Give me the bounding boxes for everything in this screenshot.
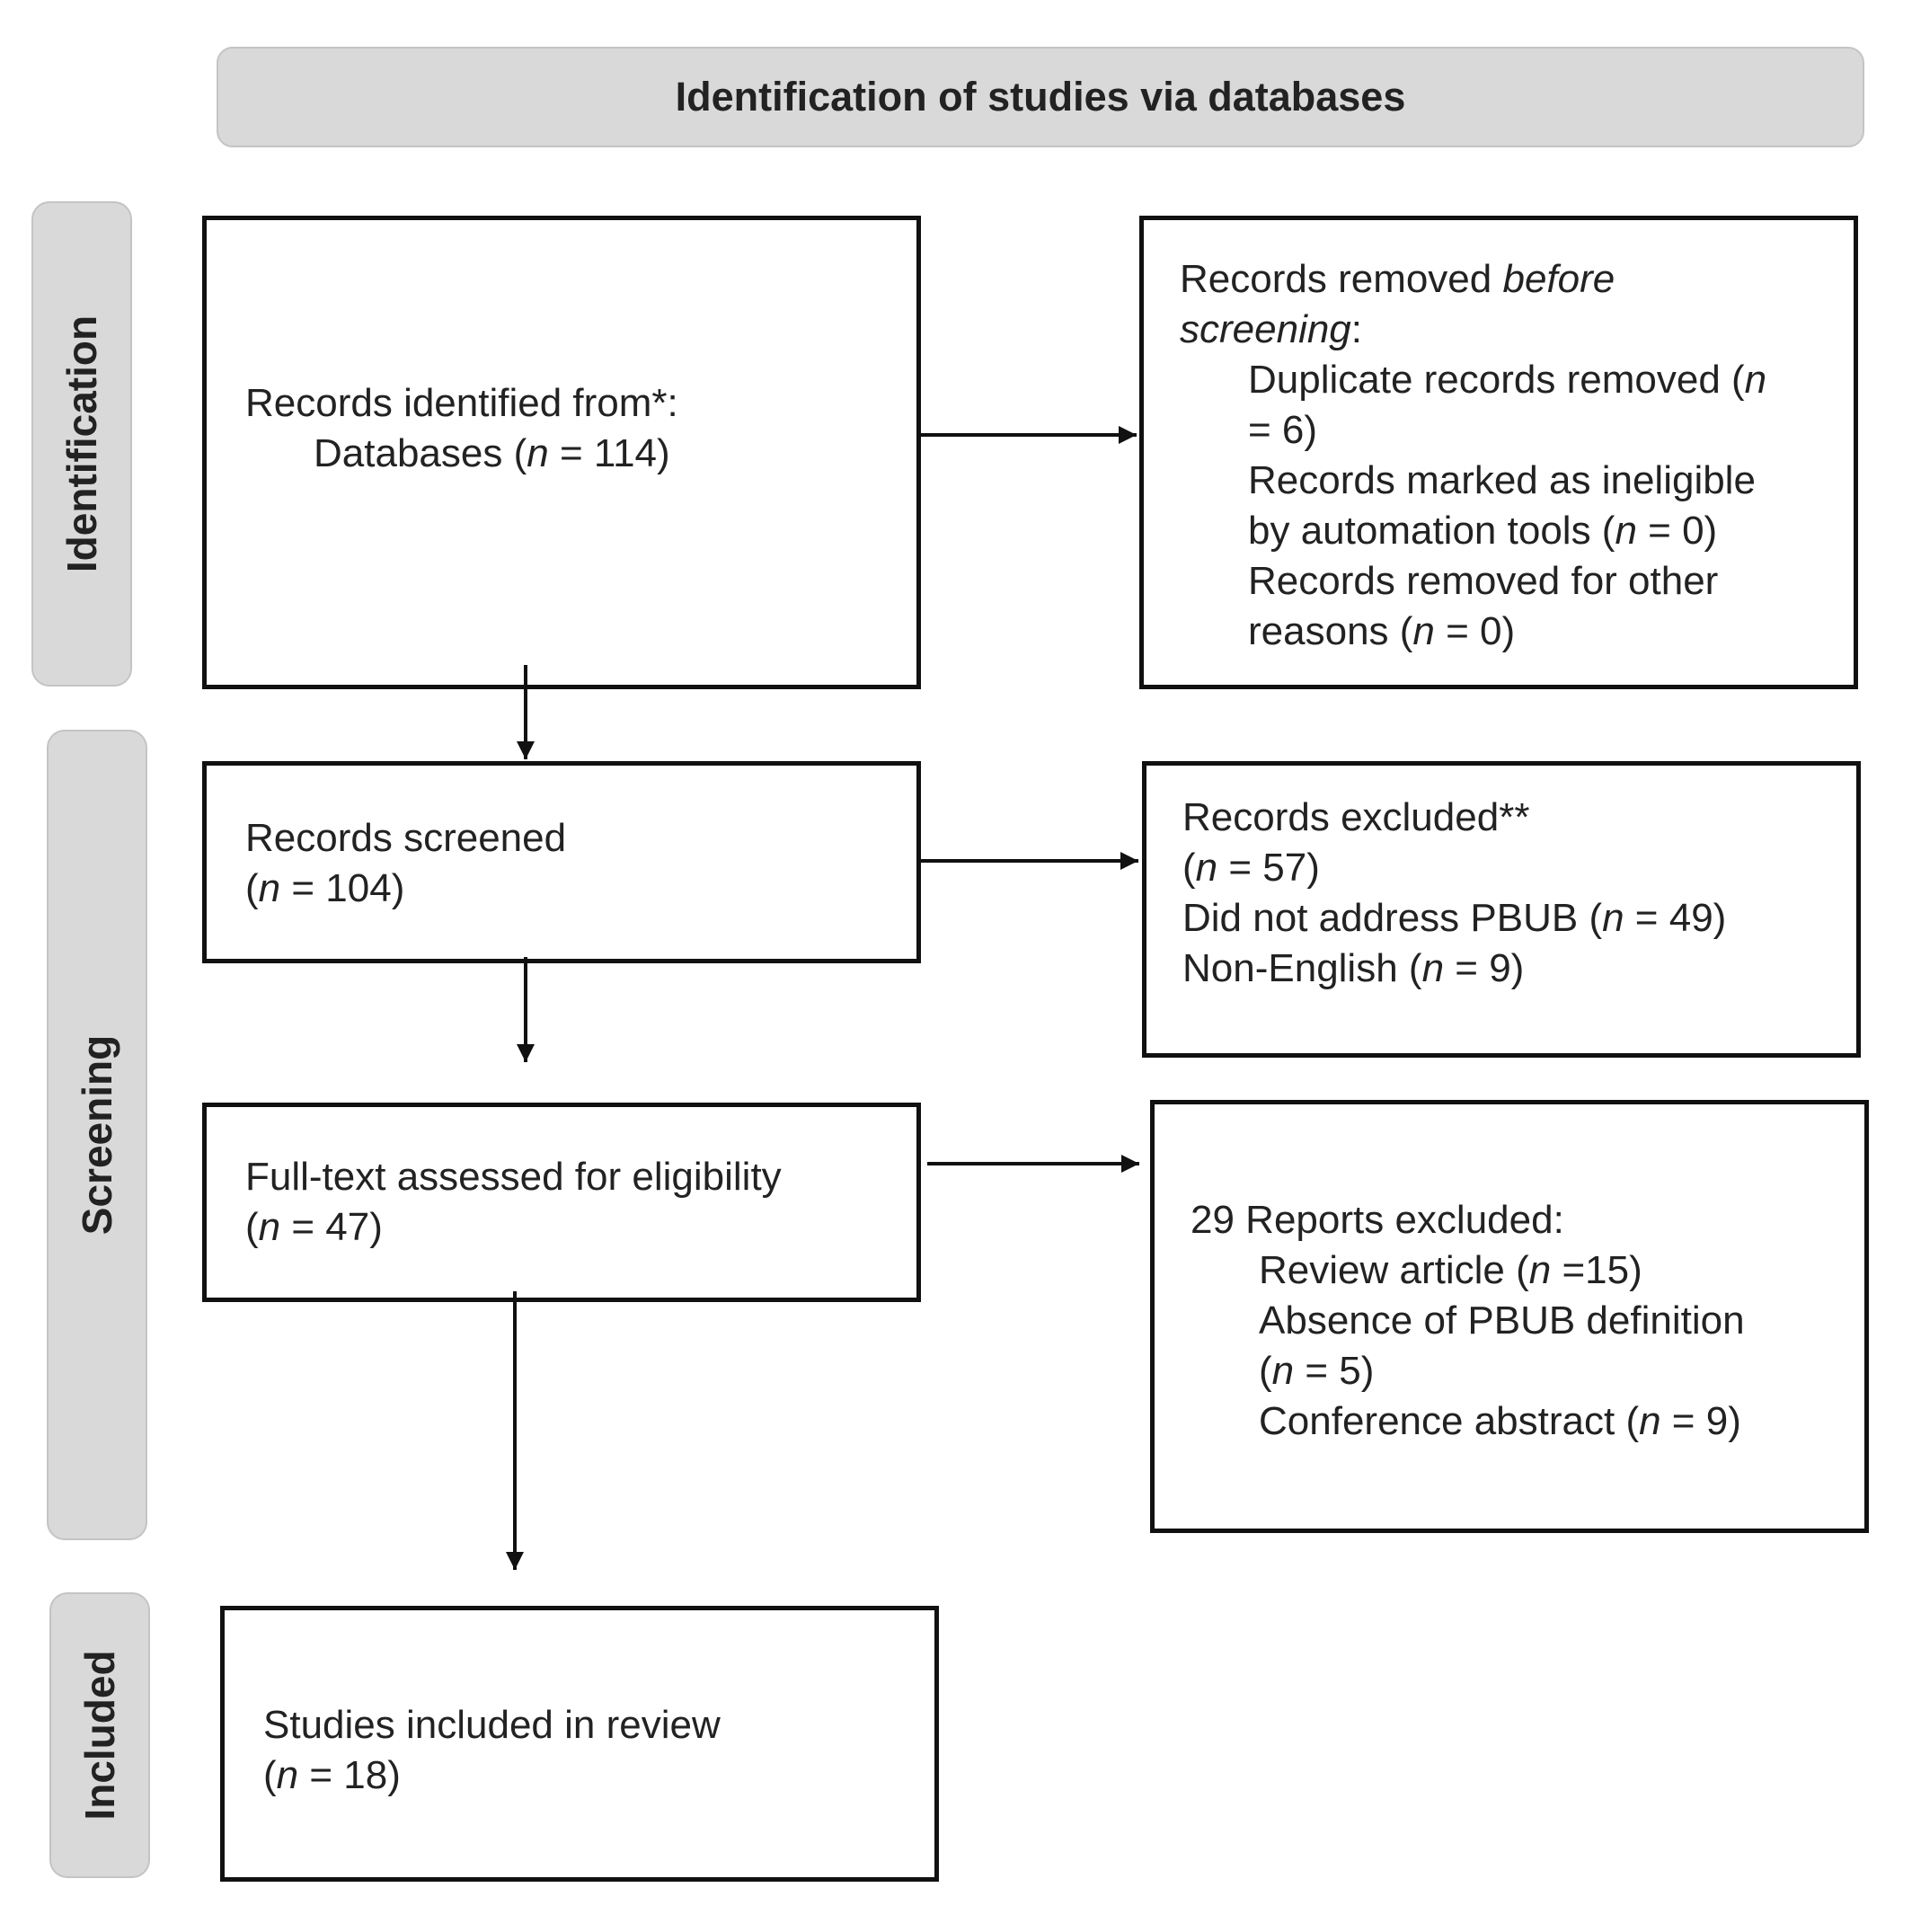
records-excluded-box: Records excluded** (n = 57) Did not addr… xyxy=(1142,761,1861,1058)
records-screened-count: (n = 104) xyxy=(245,866,405,910)
records-screened-box: Records screened (n = 104) xyxy=(202,761,921,963)
reports-excluded-box: 29 Reports excluded: Review article (n =… xyxy=(1150,1100,1869,1533)
records-removed-box: Records removed before screening: Duplic… xyxy=(1139,216,1858,689)
databases-count: Databases (n = 114) xyxy=(314,431,670,475)
phase-identification: Identification xyxy=(31,201,132,687)
records-removed-title: Records removed before xyxy=(1180,257,1615,301)
header-banner: Identification of studies via databases xyxy=(217,47,1864,147)
phase-included: Included xyxy=(49,1592,150,1878)
studies-included-count: (n = 18) xyxy=(263,1753,401,1797)
full-text-assessed-label: Full-text assessed for eligibility xyxy=(245,1155,782,1199)
records-identified-box: Records identified from*: Databases (n =… xyxy=(202,216,921,689)
non-english: Non-English (n = 9) xyxy=(1182,946,1525,990)
records-excluded-label: Records excluded** xyxy=(1182,795,1530,839)
header-title: Identification of studies via databases xyxy=(675,74,1406,120)
records-marked-ineligible: Records marked as ineligible xyxy=(1248,458,1756,502)
duplicate-records-removed: Duplicate records removed (n xyxy=(1248,358,1767,402)
reports-excluded-label: 29 Reports excluded: xyxy=(1191,1198,1564,1242)
studies-included-box: Studies included in review (n = 18) xyxy=(220,1606,939,1882)
did-not-address-pbub: Did not address PBUB (n = 49) xyxy=(1182,896,1727,940)
full-text-assessed-box: Full-text assessed for eligibility (n = … xyxy=(202,1103,921,1302)
studies-included-label: Studies included in review xyxy=(263,1703,721,1747)
review-article: Review article (n =15) xyxy=(1259,1248,1642,1292)
full-text-assessed-count: (n = 47) xyxy=(245,1205,383,1249)
records-excluded-count: (n = 57) xyxy=(1182,846,1320,890)
absence-of-pbub-definition: Absence of PBUB definition xyxy=(1259,1298,1745,1343)
phase-screening: Screening xyxy=(47,730,147,1540)
records-identified-label: Records identified from*: xyxy=(245,381,678,425)
records-removed-other: Records removed for other xyxy=(1248,559,1719,603)
conference-abstract: Conference abstract (n = 9) xyxy=(1259,1399,1741,1443)
records-screened-label: Records screened xyxy=(245,816,567,860)
